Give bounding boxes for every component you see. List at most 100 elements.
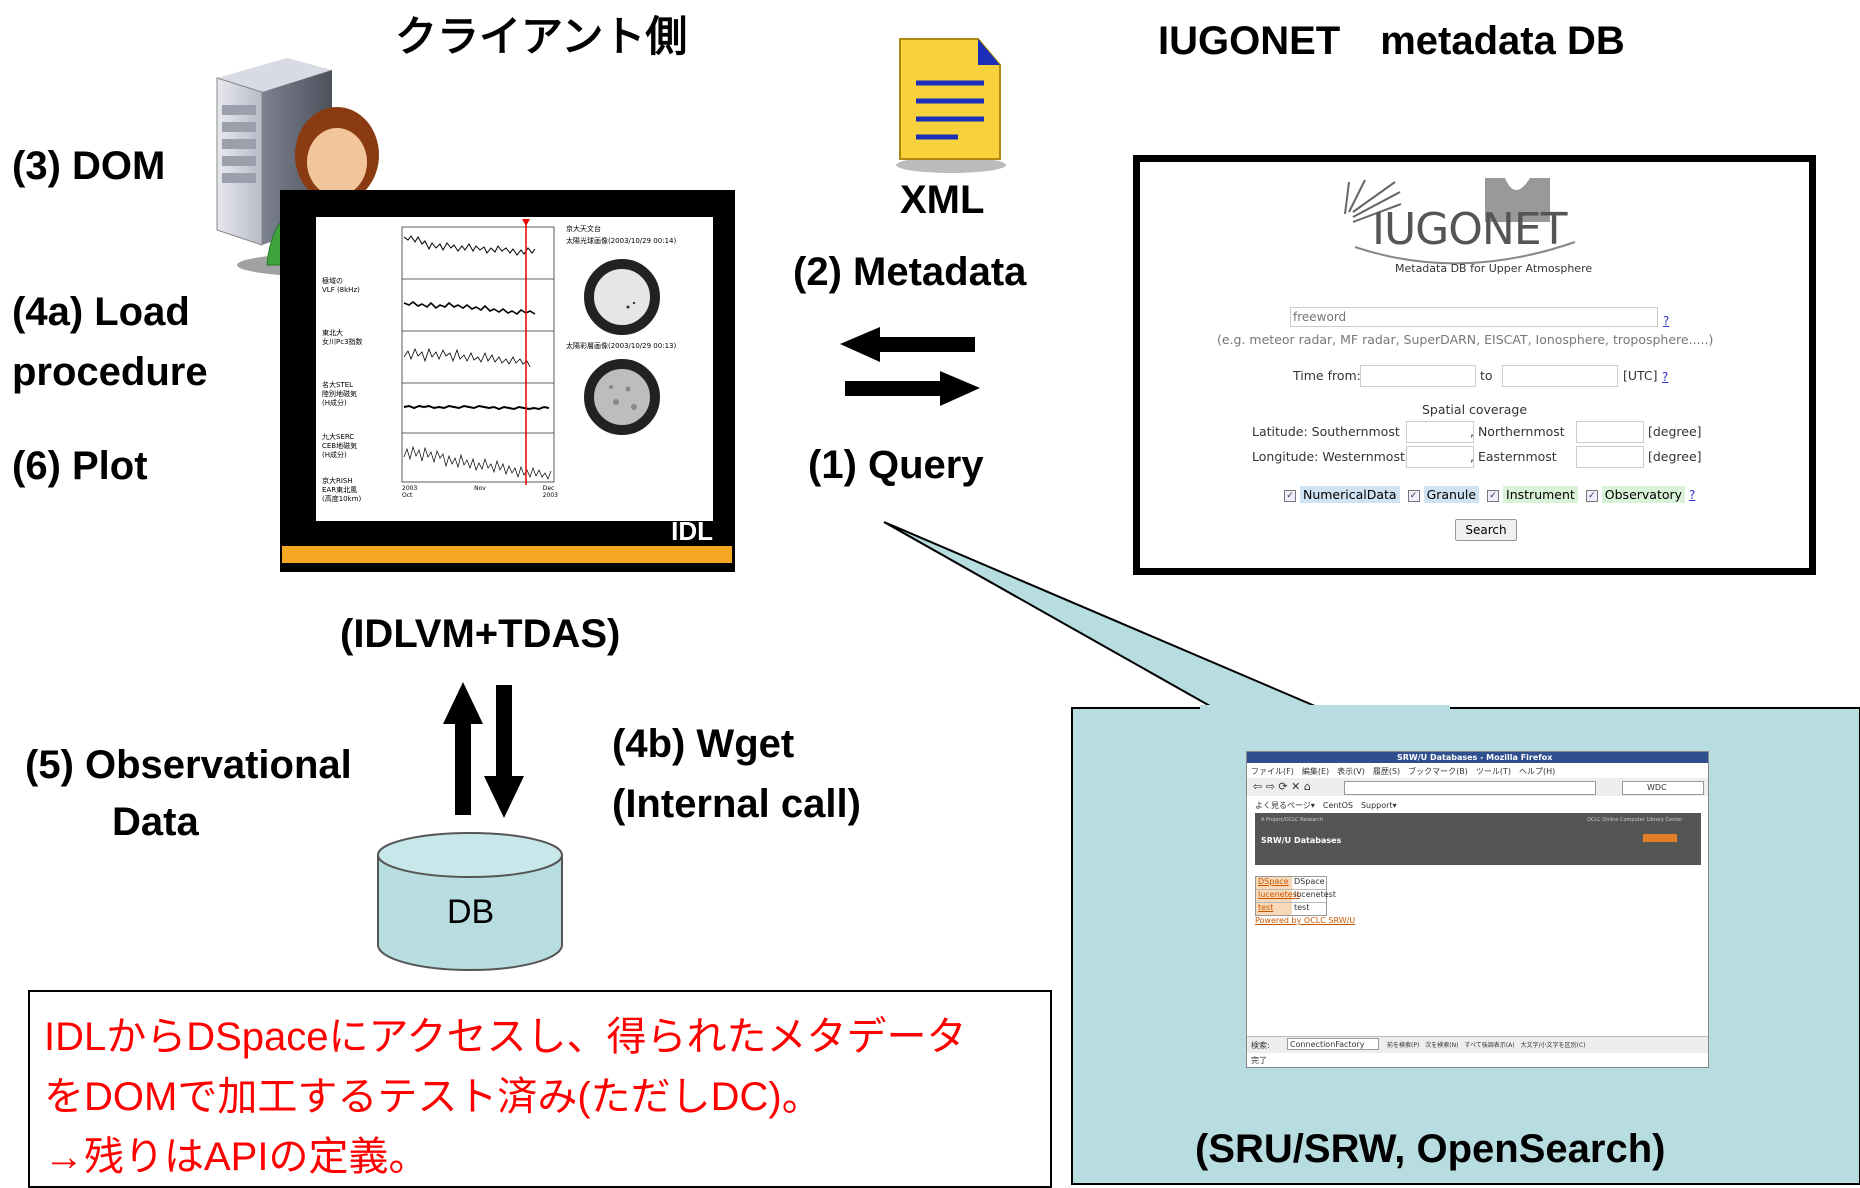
iugonet-logo-icon bbox=[1344, 178, 1576, 265]
note-line-3: →残りはAPIの定義。 bbox=[44, 1135, 429, 1179]
ff-nav-buttons[interactable]: ⇦ ⇨ ⟳ ✕ ⌂ bbox=[1253, 780, 1311, 793]
query-arrow-right bbox=[845, 371, 980, 406]
plot-x-ticks: 2003 Oct Nov Dec 2003 bbox=[402, 485, 558, 499]
instrument-checkbox[interactable]: ✓ bbox=[1487, 489, 1500, 502]
degree-label: [degree] bbox=[1648, 449, 1702, 464]
row-label: 極域の VLF (8kHz) bbox=[322, 277, 360, 294]
northernmost-label: , Northernmost bbox=[1470, 424, 1565, 439]
idl-plot-panels bbox=[401, 219, 660, 485]
image2-caption: 太陽彩層画像(2003/10/29 00:13) bbox=[566, 342, 677, 350]
table-row: lucenetest lucenetest bbox=[1256, 890, 1336, 903]
idl-label: IDL bbox=[671, 516, 713, 546]
observatory-label: Observatory bbox=[1601, 486, 1686, 503]
xml-document-icon bbox=[896, 38, 1006, 173]
degree-label: [degree] bbox=[1648, 424, 1702, 439]
plot-header-right: 京大天文台 bbox=[566, 225, 601, 233]
firefox-window: SRW/U Databases - Mozilla Firefox ファイル(F… bbox=[1246, 751, 1709, 1068]
numerical-data-checkbox[interactable]: ✓ bbox=[1284, 489, 1296, 502]
freeword-example: (e.g. meteor radar, MF radar, SuperDARN,… bbox=[1217, 332, 1714, 347]
longitude-label: Longitude: Westernmost bbox=[1252, 449, 1405, 464]
instrument-label: Instrument bbox=[1503, 486, 1578, 503]
types-help-link[interactable]: ? bbox=[1689, 488, 1696, 502]
ff-status: 完了 bbox=[1251, 1056, 1267, 1065]
idl-progress-bar bbox=[282, 546, 732, 563]
data-label: Data bbox=[112, 800, 199, 844]
row-label: 京大RISH EAR東北風 (高度10km) bbox=[322, 477, 362, 503]
query-label: (1) Query bbox=[808, 443, 984, 487]
db-name: lucenetest bbox=[1294, 890, 1336, 899]
time-to-label: to bbox=[1480, 368, 1493, 383]
ff-banner-button[interactable] bbox=[1643, 834, 1677, 842]
ff-bookmarks-bar[interactable]: よく見るページ▾ CentOS Support▾ bbox=[1255, 801, 1397, 810]
x-tick: Nov bbox=[474, 485, 486, 492]
resource-type-checkboxes: ✓ NumericalData ✓ Granule ✓ Instrument ✓… bbox=[1284, 486, 1696, 503]
search-button[interactable]: Search bbox=[1455, 519, 1517, 541]
ff-banner-right: OCLC Online Computer Library Center bbox=[1587, 817, 1683, 823]
note-line-1: IDLからDSpaceにアクセスし、得られたメタデータ bbox=[44, 1015, 967, 1059]
db-link[interactable]: test bbox=[1256, 903, 1292, 915]
metadata-label: (2) Metadata bbox=[793, 250, 1027, 294]
plot-label: (6) Plot bbox=[12, 444, 148, 488]
ff-menubar[interactable]: ファイル(F) 編集(E) 表示(V) 履歴(S) ブックマーク(B) ツール(… bbox=[1251, 767, 1556, 776]
northernmost-input[interactable] bbox=[1576, 421, 1644, 443]
wget-label: (4b) Wget bbox=[612, 722, 795, 766]
time-help-link[interactable]: ? bbox=[1662, 370, 1669, 384]
db-name: DSpace bbox=[1294, 877, 1325, 886]
iugonet-logo-text: IUGONET bbox=[1372, 204, 1568, 255]
plot-row-labels: 極域の VLF (8kHz) 東北大 女川Pc3指数 名大STEL 陸別地磁気 … bbox=[322, 277, 388, 485]
row-label: 九大SERC CEB地磁気 (H成分) bbox=[322, 433, 358, 459]
database-cylinder bbox=[377, 832, 563, 971]
spatial-coverage-label: Spatial coverage bbox=[1422, 402, 1528, 417]
granule-checkbox[interactable]: ✓ bbox=[1407, 489, 1420, 502]
table-row: DSpace DSpace bbox=[1256, 877, 1326, 890]
westernmost-input[interactable] bbox=[1406, 446, 1474, 468]
southernmost-input[interactable] bbox=[1406, 421, 1474, 443]
row-label: 名大STEL 陸別地磁気 (H成分) bbox=[322, 381, 357, 407]
freeword-input[interactable] bbox=[1290, 307, 1658, 327]
freeword-help-link[interactable]: ? bbox=[1663, 314, 1670, 328]
ff-search-value: WDC bbox=[1647, 783, 1667, 792]
db-link[interactable]: lucenetest bbox=[1256, 890, 1300, 902]
time-to-input[interactable] bbox=[1502, 365, 1618, 387]
metadata-arrow-left bbox=[840, 327, 975, 362]
db-link[interactable]: DSpace bbox=[1256, 877, 1292, 889]
powered-by-link[interactable]: Powered by OCLC SRW/U bbox=[1255, 916, 1356, 925]
idl-plot-document: 京大天文台 太陽光球画像(2003/10/29 00:14) 太陽彩層画像(20… bbox=[316, 217, 713, 521]
procedure-label: procedure bbox=[12, 350, 208, 394]
db-transfer-arrows bbox=[443, 682, 524, 818]
easternmost-label: , Easternmost bbox=[1470, 449, 1557, 464]
client-side-title: クライアント側 bbox=[395, 13, 688, 60]
observational-label: (5) Observational bbox=[25, 743, 352, 787]
exchange-arrows bbox=[840, 327, 980, 406]
db-name: test bbox=[1294, 903, 1310, 912]
latitude-label: Latitude: Southernmost bbox=[1252, 424, 1400, 439]
ff-banner-title: SRW/U Databases bbox=[1261, 836, 1342, 845]
xml-label: XML bbox=[900, 178, 985, 222]
db-label: DB bbox=[447, 893, 495, 931]
load-label: (4a) Load bbox=[12, 290, 190, 334]
image1-caption: 太陽光球画像(2003/10/29 00:14) bbox=[566, 237, 677, 245]
ff-search-bar[interactable] bbox=[1622, 781, 1704, 795]
granule-label: Granule bbox=[1423, 486, 1480, 503]
iugonet-subtitle: Metadata DB for Upper Atmosphere bbox=[1395, 262, 1593, 275]
callout-pointer bbox=[883, 521, 1316, 707]
x-tick: Dec 2003 bbox=[542, 485, 558, 499]
time-from-input[interactable] bbox=[1360, 365, 1476, 387]
ff-find-input[interactable] bbox=[1287, 1038, 1379, 1050]
ff-url-bar[interactable] bbox=[1344, 781, 1596, 795]
table-row: test test bbox=[1256, 903, 1326, 915]
idlvm-tdas-label: (IDLVM+TDAS) bbox=[340, 612, 621, 656]
wget-arrow-down bbox=[484, 685, 524, 818]
ff-find-buttons[interactable]: 前を検索(P) 次を検索(N) すべて強調表示(A) 大文字/小文字を区別(C) bbox=[1387, 1042, 1586, 1049]
ff-banner-left: A Project/OCLC Research bbox=[1261, 817, 1324, 823]
ff-find-label: 検索: bbox=[1251, 1041, 1270, 1050]
ff-find-value: ConnectionFactory bbox=[1290, 1040, 1365, 1049]
note-line-2: をDOMで加工するテスト済み(ただしDC)。 bbox=[44, 1075, 822, 1119]
easternmost-input[interactable] bbox=[1576, 446, 1644, 468]
iugonet-search-page: IUGONET Metadata DB for Upper Atmosphere… bbox=[1133, 155, 1816, 575]
sru-srw-label: (SRU/SRW, OpenSearch) bbox=[1195, 1127, 1666, 1171]
x-tick: 2003 Oct bbox=[402, 485, 418, 499]
metadata-db-title: IUGONET metadata DB bbox=[1158, 19, 1625, 63]
ff-title: SRW/U Databases - Mozilla Firefox bbox=[1397, 753, 1553, 762]
observatory-checkbox[interactable]: ✓ bbox=[1585, 489, 1598, 502]
